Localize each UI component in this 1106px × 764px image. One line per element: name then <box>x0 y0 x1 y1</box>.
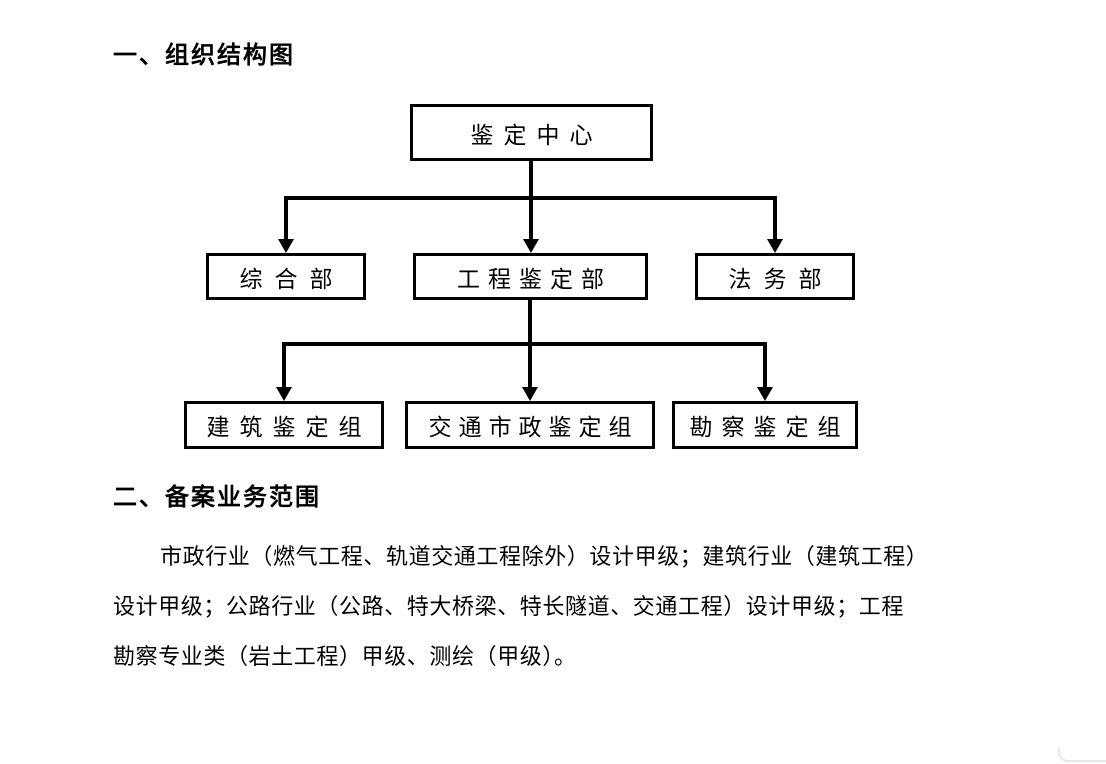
arrow-down-icon <box>276 387 292 401</box>
org-node-general-dept: 综合部 <box>206 253 366 300</box>
arrow-down-icon <box>767 239 783 253</box>
level1-connector <box>284 161 777 241</box>
org-node-label: 工程鉴定部 <box>457 266 612 292</box>
org-node-label: 勘察鉴定组 <box>689 415 850 440</box>
arrow-down-icon <box>522 387 538 401</box>
level2-arrowheads <box>276 387 773 401</box>
org-node-building-appraisal-group: 建筑鉴定组 <box>184 401 384 449</box>
paragraph-line: 勘察专业类（岩土工程）甲级、测绘（甲级）。 <box>113 644 577 669</box>
page-edge-artifact <box>1058 748 1106 762</box>
org-node-label: 综合部 <box>239 266 345 292</box>
arrow-down-icon <box>757 387 773 401</box>
section-heading-org-structure: 一、组织结构图 <box>113 42 295 69</box>
org-node-label: 交通市政鉴定组 <box>428 415 639 440</box>
arrow-down-icon <box>278 239 294 253</box>
arrow-down-icon <box>523 239 539 253</box>
level1-arrowheads <box>278 239 783 253</box>
org-node-survey-appraisal-group: 勘察鉴定组 <box>672 401 858 449</box>
org-node-legal-dept: 法务部 <box>695 253 855 300</box>
paragraph-line: 设计甲级；公路行业（公路、特大桥梁、特长隧道、交通工程）设计甲级；工程 <box>113 594 905 619</box>
org-node-label: 鉴定中心 <box>470 122 603 148</box>
org-node-traffic-municipal-appraisal-group: 交通市政鉴定组 <box>405 401 655 449</box>
org-node-label: 建筑鉴定组 <box>206 415 372 440</box>
level2-connector <box>282 300 767 389</box>
org-node-appraisal-center: 鉴定中心 <box>410 104 653 161</box>
org-node-engineering-appraisal-dept: 工程鉴定部 <box>413 253 648 300</box>
business-scope-paragraph: 市政行业（燃气工程、轨道交通工程除外）设计甲级；建筑行业（建筑工程） 设计甲级；… <box>113 532 1013 682</box>
org-node-label: 法务部 <box>728 266 834 292</box>
paragraph-line: 市政行业（燃气工程、轨道交通工程除外）设计甲级；建筑行业（建筑工程） <box>160 544 929 569</box>
section-heading-business-scope: 二、备案业务范围 <box>113 484 321 511</box>
